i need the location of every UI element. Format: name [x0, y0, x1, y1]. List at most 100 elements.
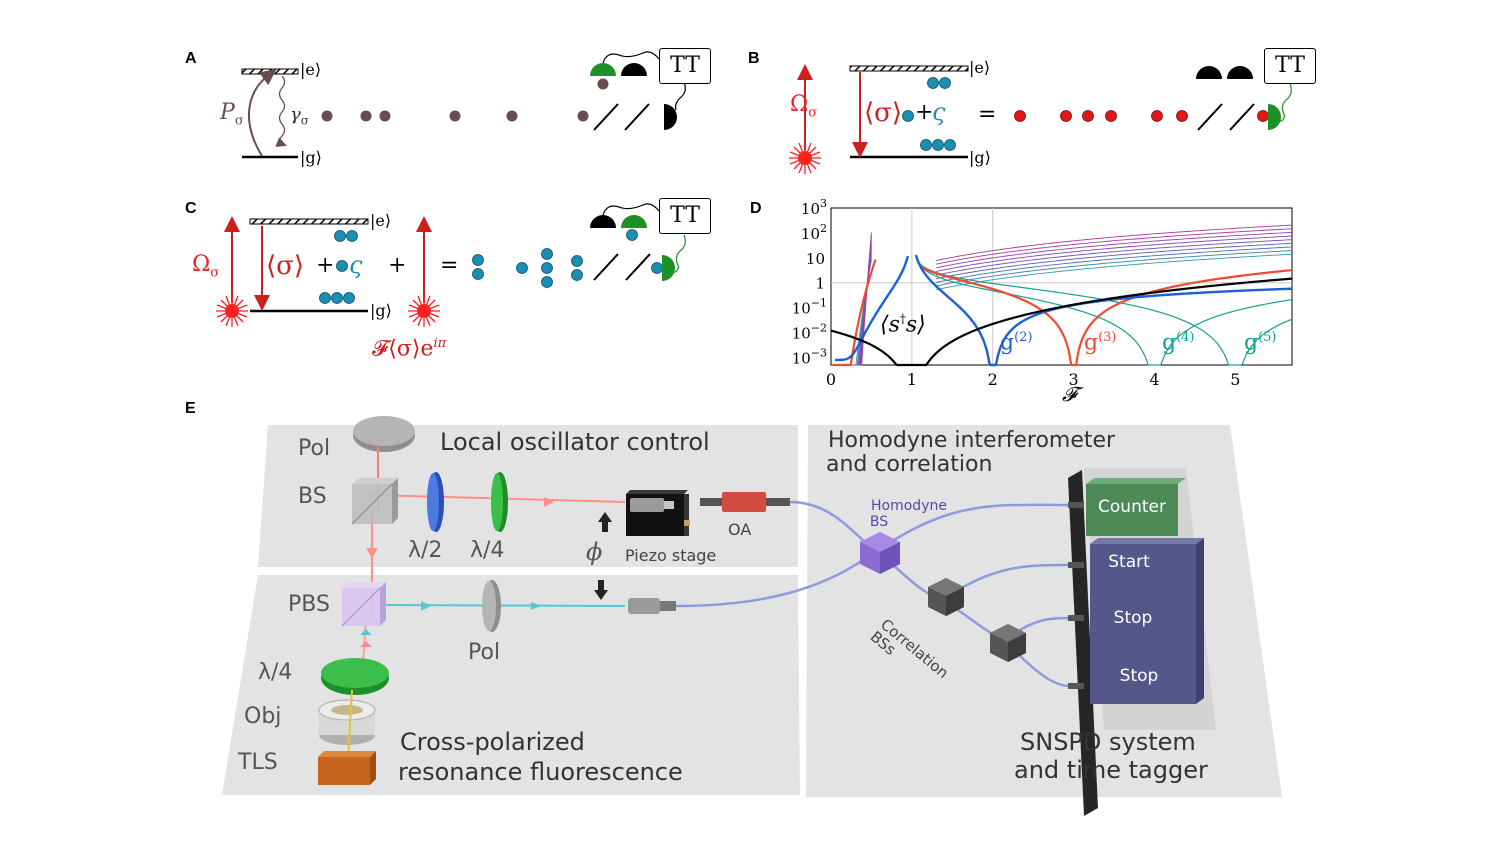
lo-term: 𝓕⟨σ⟩eiπ — [372, 336, 447, 362]
coherent-term: ⟨σ⟩ — [864, 98, 903, 128]
phase-label: ϕ — [586, 538, 603, 566]
sts-label: ⟨s†s⟩ — [880, 312, 926, 338]
x-axis-label: 𝓕 — [1062, 382, 1077, 406]
start-stop-box — [1090, 544, 1196, 704]
pump-arrow — [248, 69, 277, 157]
panel-label-d: D — [750, 200, 762, 217]
ket-g: |g⟩ — [300, 148, 322, 167]
photon-stream-a — [321, 78, 609, 122]
time-tagger-plate — [1068, 470, 1098, 816]
panel-e — [222, 416, 1282, 816]
plus-sign: + — [915, 100, 934, 125]
panel-label-a: A — [185, 50, 197, 67]
fluct-term: ς — [932, 98, 946, 126]
beamsplitter — [593, 253, 619, 281]
lo-control-title: Local oscillator control — [440, 428, 710, 456]
fluctuation-dots — [902, 77, 956, 151]
cable — [602, 51, 660, 64]
fiber-coupler — [628, 598, 660, 614]
rabi-label: Ωσ — [192, 252, 220, 281]
ket-e: |e⟩ — [300, 60, 322, 79]
beamsplitter — [593, 103, 619, 131]
family-curve — [936, 231, 1293, 269]
y-tick-label: 10−2 — [792, 322, 827, 343]
series-g3 — [919, 265, 1293, 367]
plus-sign: + — [316, 253, 335, 278]
coherent-term: ⟨σ⟩ — [266, 251, 305, 281]
y-tick-label: 10−1 — [792, 297, 827, 318]
detector-icon — [621, 215, 647, 228]
beamsplitter — [624, 103, 650, 131]
detector-icon — [590, 63, 616, 76]
correlation-bs-cube — [928, 578, 964, 616]
beamsplitter — [1197, 103, 1223, 131]
snspd-title-line1: SNSPD system — [1020, 728, 1196, 756]
series-g4 — [919, 264, 1293, 366]
pump-rate: Pσ — [220, 100, 244, 129]
family-curve — [936, 246, 1293, 283]
decay-rate: γσ — [290, 104, 309, 128]
objective-lens — [318, 699, 376, 745]
cable — [602, 203, 660, 216]
fiber — [1019, 655, 1071, 688]
y-tick-label: 10 — [806, 250, 825, 268]
photon — [321, 110, 333, 122]
laser-burst-icon — [789, 142, 821, 174]
fluct-term: ς — [349, 251, 363, 279]
excited-level — [849, 65, 969, 72]
x-tick-label: 0 — [826, 370, 836, 389]
g3-label: g(3) — [1084, 330, 1117, 356]
time-tagger-box: TT — [659, 48, 711, 84]
detector-icon — [1268, 104, 1281, 130]
counter-box — [1086, 484, 1178, 536]
counter-label: Counter — [1098, 497, 1166, 517]
chart-grid — [831, 208, 1292, 365]
plot-area — [830, 207, 1293, 366]
rabi-label: Ωσ — [790, 92, 818, 121]
tls-sample — [318, 751, 376, 785]
beamsplitter — [625, 253, 651, 281]
series-g3 — [831, 259, 877, 367]
detector-icon — [664, 104, 677, 130]
photon — [597, 78, 609, 90]
x-tick-label: 4 — [1149, 370, 1159, 389]
piezo-arrow-up — [598, 512, 612, 532]
g2-label: g(2) — [1000, 330, 1033, 356]
detector-icon — [1227, 66, 1253, 79]
fluctuation-dots — [319, 229, 663, 304]
family-curve — [936, 228, 1293, 265]
detector-icon — [621, 63, 647, 76]
g4-label: g(4) — [1162, 330, 1195, 356]
plus-sign: + — [388, 253, 407, 278]
quarter-wave-label: λ/4 — [470, 538, 505, 563]
laser-burst-icon — [408, 295, 440, 327]
detector-icon — [1196, 66, 1222, 79]
time-tagger-box: TT — [659, 198, 711, 234]
rf-title-line1: Cross-polarized — [400, 728, 585, 756]
photon — [379, 110, 391, 122]
photon — [449, 110, 461, 122]
correlation-bs-cube — [990, 624, 1026, 662]
cable — [671, 234, 686, 274]
y-tick-label: 103 — [801, 197, 827, 218]
quarter-wave-bottom-label: λ/4 — [258, 660, 293, 685]
family-curve — [936, 224, 1293, 261]
fiber — [1019, 616, 1071, 632]
g5-label: g(5) — [1244, 330, 1277, 356]
pol-bottom-label: Pol — [468, 640, 501, 665]
homodyne-title-line2: and correlation — [826, 452, 993, 477]
equals-sign: = — [978, 102, 997, 127]
panel-label-c: C — [185, 200, 197, 217]
ket-e: |e⟩ — [370, 211, 392, 230]
start-label: Start — [1108, 552, 1150, 572]
x-tick-label: 3 — [1069, 370, 1079, 389]
chart-lines — [830, 224, 1293, 367]
photon — [360, 110, 372, 122]
family-curve — [936, 239, 1293, 276]
ket-e: |e⟩ — [969, 58, 991, 77]
stop-label: Stop — [1113, 608, 1153, 628]
bs-label: BS — [298, 484, 327, 509]
